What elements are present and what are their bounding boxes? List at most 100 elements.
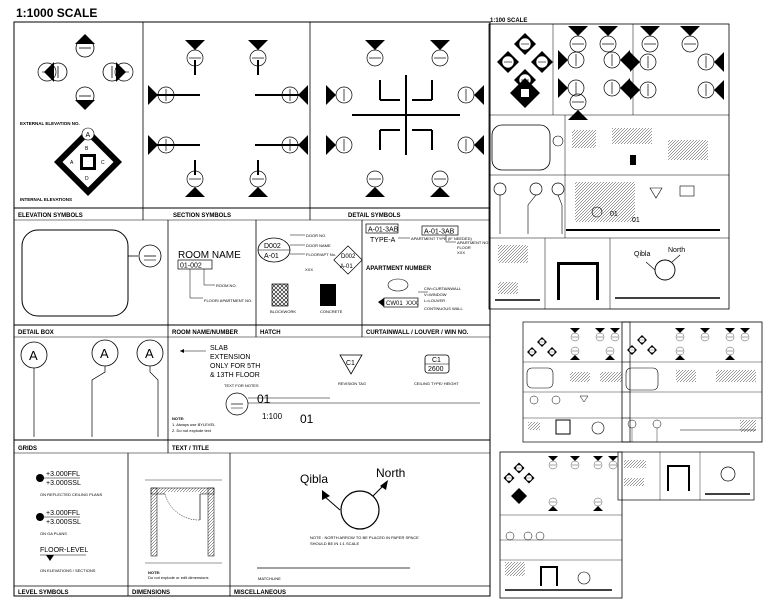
- hatch-label: HATCH: [260, 330, 281, 336]
- apt-type-note: APARTMENT TYPE (IF NEEDED): [411, 236, 472, 241]
- text-note-head: NOTE:: [172, 416, 184, 421]
- door-code: D002: [264, 243, 281, 250]
- sheet-title: 1:1000 SCALE: [16, 6, 97, 20]
- grid-bubble-a1: A: [29, 348, 38, 363]
- level2-caption: ON GA PLANS: [40, 531, 67, 536]
- continuous-wall-note: CONTINUOUS WALL: [424, 306, 464, 311]
- level1-ssl: +3.000SSL: [46, 480, 81, 487]
- level3-caption: ON ELEVATIONS / SECTIONS: [40, 568, 96, 573]
- room-code: 01-002: [180, 263, 202, 270]
- apartment-no-note: FLOOR/ APARTMENT NO.: [204, 298, 252, 303]
- title-scale: 1:100: [262, 412, 283, 421]
- dimension-note: Do not explode or edit dimensions: [148, 575, 208, 580]
- apt-code-2: A-01-3AB: [424, 229, 455, 236]
- revision-tag-label: REVISION TAG: [338, 381, 366, 386]
- cw-note-3: L=LOUVER: [424, 298, 445, 303]
- slab-note-3: ONLY FOR 5TH: [210, 363, 260, 370]
- dimensions-label: DIMENSIONS: [132, 590, 170, 596]
- mini1-title-number: 01: [610, 211, 618, 218]
- text-note-2: 2. Do not explode text: [172, 428, 212, 433]
- north-label: North: [376, 466, 405, 480]
- section-symbols-panel: [147, 39, 309, 198]
- text-note-1: 1. Always use BYLEVEL: [172, 422, 216, 427]
- text-title-panel: SLAB EXTENSION ONLY FOR 5TH & 13TH FLOOR…: [172, 345, 480, 433]
- svg-text:C: C: [101, 160, 105, 166]
- title-number: 01: [257, 392, 271, 406]
- mini1-title-number-2: 01: [632, 217, 640, 224]
- door-sub: A-01: [264, 253, 279, 260]
- elevation-symbols-panel: EXTERNAL ELEVATION NO. A B A C D INTERNA…: [20, 33, 134, 202]
- grid-bubble-a3: A: [145, 346, 154, 361]
- door-note-2: DOOR NAME: [306, 243, 331, 248]
- svg-text:B: B: [85, 146, 89, 152]
- dimension-note-head: NOTE:: [148, 570, 160, 575]
- text-for-notes: TEXT FOR NOTES: [224, 383, 259, 388]
- grids-label: GRIDS: [18, 446, 37, 452]
- mini1-north: North: [668, 247, 685, 254]
- section-symbols-label: SECTION SYMBOLS: [173, 213, 231, 219]
- door-note-1: DOOR NO.: [306, 233, 326, 238]
- svg-text:A: A: [70, 160, 74, 166]
- ceiling-height: 2600: [428, 366, 444, 373]
- apartment-number-panel: A-01-3AB TYPE-A APARTMENT TYPE (IF NEEDE…: [365, 223, 489, 311]
- dimensions-panel: NOTE: Do not explode or edit dimensions: [145, 479, 222, 580]
- cw-code-2: 01: [396, 301, 403, 307]
- room-no-note: ROOM NO.: [216, 283, 237, 288]
- apt-note-2: FLOOR: [457, 245, 471, 250]
- apt-note-1: APARTMENT NO.: [457, 240, 489, 245]
- ceiling-code: C1: [432, 357, 441, 364]
- mini1-qibla: Qibla: [634, 251, 650, 258]
- north-note-1: NOTE : NORTH ARROW TO BE PLACED IN PAPER…: [310, 535, 419, 540]
- detail-symbols-panel: [325, 39, 485, 198]
- door-code-2: D002: [341, 254, 356, 260]
- apt-note-3: XXX: [457, 250, 465, 255]
- detail-box-panel: [21, 229, 162, 317]
- level3: FLOOR-LEVEL: [40, 547, 88, 554]
- cw-code-3: XXX: [406, 301, 418, 307]
- cw-note-1: CW=CURTAINWALL: [424, 286, 462, 291]
- cw-note-2: V=WINDOW: [424, 292, 447, 297]
- door-tag-panel: D002 A-01 DOOR NO. DOOR NAME FLOOR/APT N…: [257, 233, 363, 314]
- north-note-2: SHOULD BE IN 1:1 SCALE: [310, 541, 359, 546]
- internal-elevations-label: INTERNAL ELEVATIONS: [20, 197, 72, 202]
- door-xxx: XXX: [305, 267, 313, 272]
- miscellaneous-panel: Qibla North NOTE : NORTH ARROW TO BE PLA…: [257, 466, 419, 581]
- qibla-label: Qibla: [300, 472, 328, 486]
- door-sub-2: A-01: [340, 264, 353, 270]
- ceiling-type-label: CEILING TYPE/ HEIGHT: [414, 381, 459, 386]
- level-symbols-label: LEVEL SYMBOLS: [18, 590, 69, 596]
- revision-code: C1: [346, 360, 355, 367]
- external-elevation-label: EXTERNAL ELEVATION NO.: [20, 121, 80, 126]
- text-title-label: TEXT / TITLE: [172, 446, 209, 452]
- level1-caption: ON REFLECTED CEILING PLANS: [40, 492, 103, 497]
- grid-letter: A: [86, 132, 91, 139]
- slab-note-2: EXTENSION: [210, 354, 250, 361]
- room-name: ROOM NAME: [178, 250, 241, 261]
- door-note-3: FLOOR/APT No.: [306, 252, 336, 257]
- slab-note-4: & 13TH FLOOR: [210, 372, 260, 379]
- cw-code-1: CW: [386, 301, 396, 307]
- apt-code: A-01-3AB: [368, 227, 399, 234]
- mini-sheet-3: [621, 321, 763, 443]
- main-frame: [13, 21, 491, 597]
- svg-text:D: D: [85, 176, 89, 182]
- mini-sheet-1-symbols: 01 01 Qibla North: [491, 25, 725, 301]
- level2-ffl: +3.000FFL: [46, 510, 80, 517]
- mini-sheet-5: [617, 451, 755, 501]
- detail-box-label: DETAIL BOX: [18, 330, 54, 336]
- level-symbols-panel: +3.000FFL +3.000SSL ON REFLECTED CEILING…: [36, 471, 103, 573]
- mini-sheet-4: [499, 451, 623, 599]
- level2-ssl: +3.000SSL: [46, 519, 81, 526]
- apt-type: TYPE-A: [370, 237, 396, 244]
- grids-panel: A A A: [20, 339, 164, 437]
- slab-note-1: SLAB: [210, 345, 228, 352]
- miscellaneous-label: MISCELLANEOUS: [234, 590, 286, 596]
- room-name-panel: ROOM NAME 01-002 ROOM NO. FLOOR/ APARTME…: [177, 250, 252, 303]
- blockwork-label: BLOCKWORK: [270, 309, 296, 314]
- curtainwall-label: CURTAINWALL / LOUVER / WIN NO.: [366, 330, 469, 336]
- grid-bubble-a2: A: [100, 346, 109, 361]
- room-name-number-label: ROOM NAME/NUMBER: [172, 330, 239, 336]
- title-number-2: 01: [300, 412, 314, 426]
- mini-sheet-title: 1:100 SCALE: [490, 18, 527, 24]
